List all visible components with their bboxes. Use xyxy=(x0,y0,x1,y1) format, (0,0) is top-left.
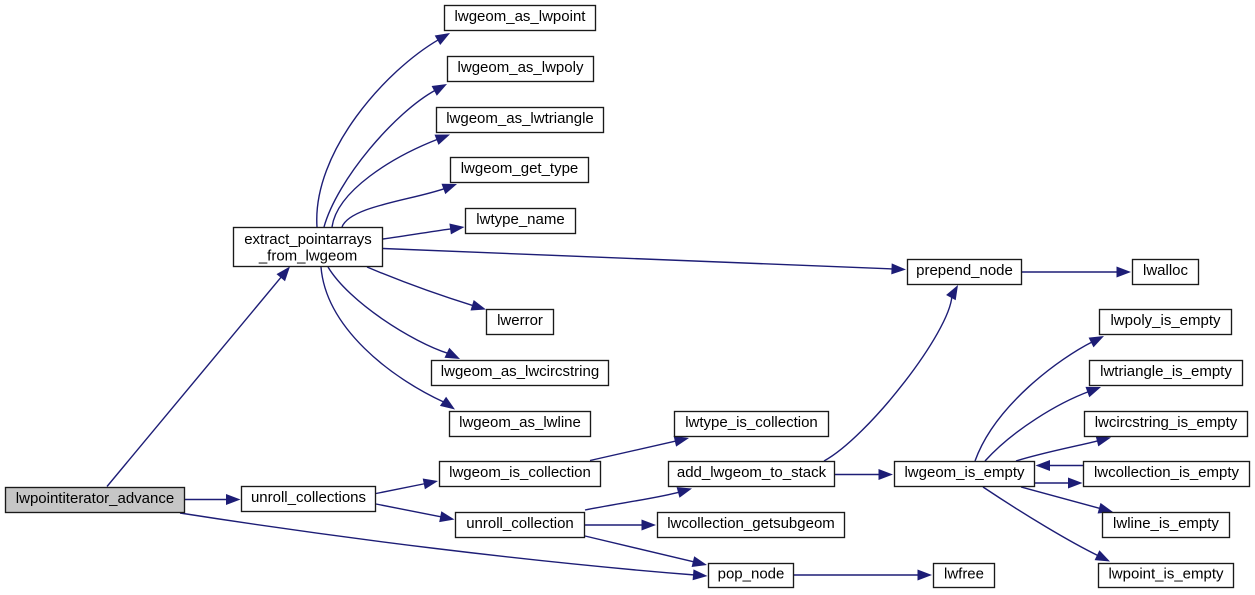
svg-text:lwtriangle_is_empty: lwtriangle_is_empty xyxy=(1100,363,1232,380)
svg-text:lwcircstring_is_empty: lwcircstring_is_empty xyxy=(1095,414,1238,431)
svg-text:extract_pointarrays: extract_pointarrays xyxy=(244,231,372,248)
svg-text:lwgeom_is_collection: lwgeom_is_collection xyxy=(449,464,591,481)
svg-text:lwline_is_empty: lwline_is_empty xyxy=(1113,515,1219,532)
svg-text:lwgeom_is_empty: lwgeom_is_empty xyxy=(904,464,1025,481)
svg-text:pop_node: pop_node xyxy=(718,565,785,582)
svg-text:lwpoint_is_empty: lwpoint_is_empty xyxy=(1108,565,1224,582)
svg-text:lwtype_name: lwtype_name xyxy=(476,211,564,228)
svg-text:lwgeom_get_type: lwgeom_get_type xyxy=(461,160,579,177)
svg-text:lwcollection_is_empty: lwcollection_is_empty xyxy=(1094,464,1240,481)
svg-text:prepend_node: prepend_node xyxy=(916,262,1013,279)
svg-text:lwgeom_as_lwtriangle: lwgeom_as_lwtriangle xyxy=(446,110,594,127)
svg-text:lwerror: lwerror xyxy=(497,312,543,329)
svg-text:lwgeom_as_lwcircstring: lwgeom_as_lwcircstring xyxy=(441,363,599,380)
svg-text:lwpoly_is_empty: lwpoly_is_empty xyxy=(1110,312,1221,329)
svg-text:add_lwgeom_to_stack: add_lwgeom_to_stack xyxy=(677,464,827,481)
svg-text:lwalloc: lwalloc xyxy=(1143,262,1189,279)
svg-text:lwgeom_as_lwpoly: lwgeom_as_lwpoly xyxy=(458,59,584,76)
svg-text:lwgeom_as_lwline: lwgeom_as_lwline xyxy=(459,414,581,431)
svg-text:lwgeom_as_lwpoint: lwgeom_as_lwpoint xyxy=(455,8,587,25)
svg-text:lwtype_is_collection: lwtype_is_collection xyxy=(685,414,818,431)
svg-text:unroll_collection: unroll_collection xyxy=(466,515,574,532)
svg-text:lwcollection_getsubgeom: lwcollection_getsubgeom xyxy=(667,515,835,532)
svg-text:unroll_collections: unroll_collections xyxy=(251,489,366,506)
svg-text:lwfree: lwfree xyxy=(944,565,984,582)
svg-text:lwpointiterator_advance: lwpointiterator_advance xyxy=(16,490,174,507)
svg-text:_from_lwgeom: _from_lwgeom xyxy=(258,248,357,265)
